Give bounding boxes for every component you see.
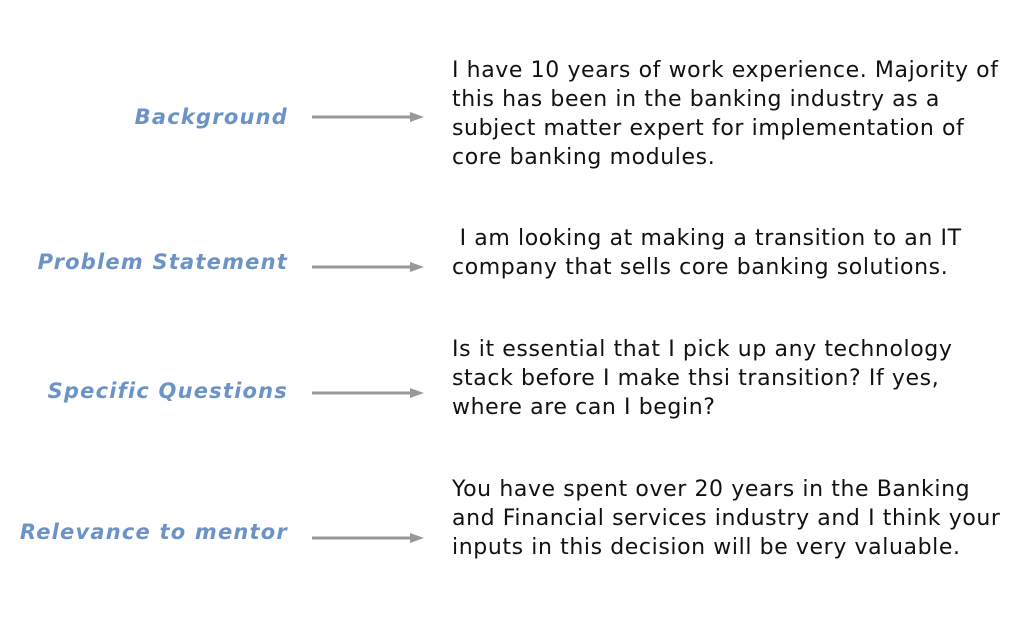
text-relevance-to-mentor: You have spent over 20 years in the Bank…	[452, 477, 1009, 560]
text-background: I have 10 years of work experience. Majo…	[452, 58, 1007, 170]
label-relevance-to-mentor: Relevance to mentor	[19, 520, 288, 544]
text-specific-questions: Is it essential that I pick up any techn…	[452, 337, 961, 420]
label-problem-statement: Problem Statement	[37, 250, 288, 274]
text-problem-statement: I am looking at making a transition to a…	[452, 226, 970, 280]
label-specific-questions: Specific Questions	[47, 379, 288, 403]
arrow-right-icon	[312, 112, 424, 122]
arrow-right-icon	[312, 388, 424, 398]
arrow-right-icon	[312, 533, 424, 543]
label-background: Background	[134, 105, 288, 129]
arrow-right-icon	[312, 262, 424, 272]
